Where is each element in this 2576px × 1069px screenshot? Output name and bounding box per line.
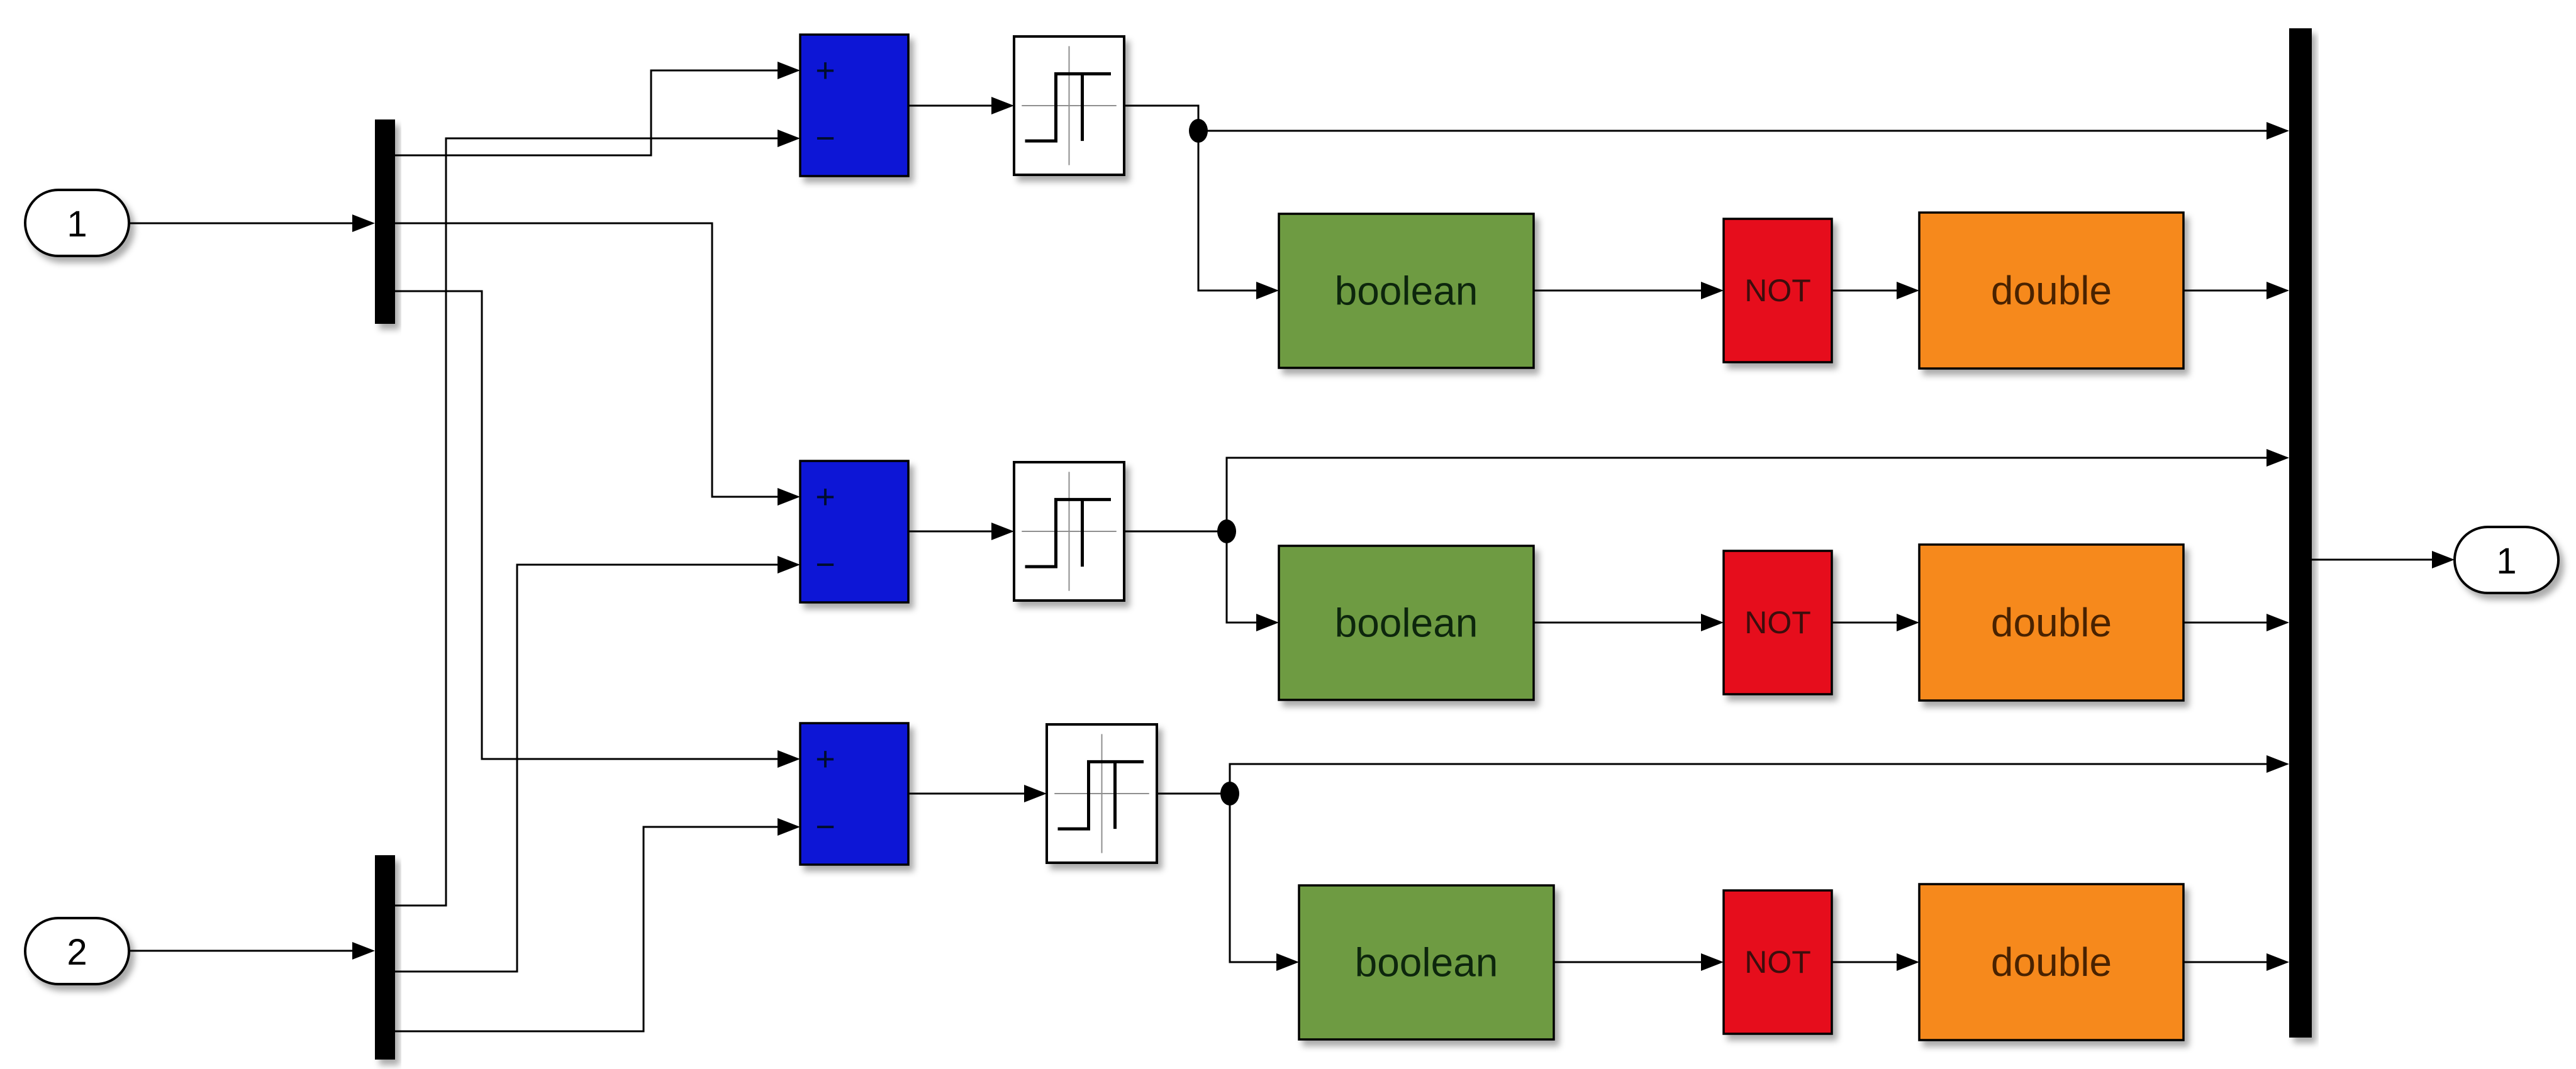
wire-demux2-sum2-minus[interactable] xyxy=(395,563,783,973)
arrowhead-icon xyxy=(2267,122,2289,140)
arrowhead-icon xyxy=(2267,614,2289,631)
port-label: 2 xyxy=(67,932,87,973)
relay-hysteresis-icon xyxy=(1054,734,1149,853)
arrowhead-icon xyxy=(1276,953,1299,971)
not-block-body[interactable] xyxy=(1722,218,1833,363)
not-block-2[interactable]: NOT xyxy=(1722,550,1833,695)
arrowhead-icon xyxy=(778,62,800,79)
not-block-3[interactable]: NOT xyxy=(1722,889,1833,1035)
arrowhead-icon xyxy=(2267,282,2289,299)
mux-bar[interactable] xyxy=(2289,28,2312,1038)
wire-relay2-boolean2[interactable] xyxy=(1225,531,1261,624)
double-block-body[interactable] xyxy=(1918,211,2185,370)
port-label: 1 xyxy=(67,204,87,245)
double-block-2[interactable]: double xyxy=(1918,543,2185,702)
arrowhead-icon xyxy=(1256,282,1279,299)
inport-2[interactable]: 2 xyxy=(24,917,130,985)
wire-relay2-mux[interactable] xyxy=(1124,457,2272,533)
boolean-block-body[interactable] xyxy=(1298,884,1555,1041)
arrowhead-icon xyxy=(1701,282,1724,299)
wire-relay1-boolean1[interactable] xyxy=(1197,131,1261,292)
relay-hysteresis-icon xyxy=(1022,472,1117,591)
sum-block-3[interactable]: +− xyxy=(799,722,910,866)
wire-relay1-mux[interactable] xyxy=(1124,104,2272,132)
relay-block-1[interactable] xyxy=(1013,35,1125,176)
inport-1[interactable]: 1 xyxy=(24,189,130,257)
double-block-1[interactable]: double xyxy=(1918,211,2185,370)
arrowhead-icon xyxy=(352,942,375,960)
sum-block-body[interactable] xyxy=(799,722,910,866)
boolean-block-2[interactable]: boolean xyxy=(1278,545,1535,701)
double-block-body[interactable] xyxy=(1918,543,2185,702)
boolean-block-body[interactable] xyxy=(1278,545,1535,701)
sum-minus-sign: − xyxy=(815,546,835,584)
arrowhead-icon xyxy=(778,488,800,506)
wire-demux2-sum3-minus[interactable] xyxy=(395,826,783,1033)
boolean-block-label: boolean xyxy=(1335,269,1478,314)
arrowhead-icon xyxy=(2432,551,2455,568)
double-block-label: double xyxy=(1991,939,2112,985)
not-block-label: NOT xyxy=(1744,605,1811,640)
not-block-label: NOT xyxy=(1744,273,1811,308)
boolean-block-label: boolean xyxy=(1335,601,1478,646)
boolean-block-body[interactable] xyxy=(1278,213,1535,369)
not-block-label: NOT xyxy=(1744,944,1811,980)
not-block-1[interactable]: NOT xyxy=(1722,218,1833,363)
arrowhead-icon xyxy=(778,818,800,836)
arrowhead-icon xyxy=(2267,755,2289,773)
sum-block-1[interactable]: +− xyxy=(799,33,910,177)
port-body[interactable] xyxy=(24,189,130,257)
sum-block-body[interactable] xyxy=(799,460,910,604)
sum-plus-sign: + xyxy=(815,478,835,516)
wire-demux1-sum3-plus[interactable] xyxy=(395,290,783,760)
port-body[interactable] xyxy=(24,917,130,985)
port-body[interactable] xyxy=(2453,526,2560,594)
relay-block-3[interactable] xyxy=(1045,723,1158,864)
arrowhead-icon xyxy=(1256,614,1279,631)
outport-1[interactable]: 1 xyxy=(2453,526,2560,594)
double-block-3[interactable]: double xyxy=(1918,883,2185,1041)
arrowhead-icon xyxy=(352,214,375,232)
arrowhead-icon xyxy=(991,97,1014,114)
sum-minus-sign: − xyxy=(815,119,835,157)
demux-bar-2[interactable] xyxy=(375,855,395,1060)
arrowhead-icon xyxy=(778,556,800,573)
wire-demux1-sum2-plus[interactable] xyxy=(395,222,783,498)
wire-demux1-sum1-plus[interactable] xyxy=(395,69,783,157)
arrowhead-icon xyxy=(2267,953,2289,971)
not-block-body[interactable] xyxy=(1722,889,1833,1035)
arrowhead-icon xyxy=(991,523,1014,540)
wire-demux2-sum1-minus[interactable] xyxy=(395,137,783,907)
boolean-block-1[interactable]: boolean xyxy=(1278,213,1535,369)
sum-plus-sign: + xyxy=(815,52,835,89)
demux-bar-1[interactable] xyxy=(375,119,395,324)
sum-minus-sign: − xyxy=(815,808,835,846)
arrowhead-icon xyxy=(1897,953,1919,971)
relay-block-2[interactable] xyxy=(1013,461,1125,602)
wire-relay3-boolean3[interactable] xyxy=(1229,794,1281,963)
not-block-body[interactable] xyxy=(1722,550,1833,695)
sum-block-2[interactable]: +− xyxy=(799,460,910,604)
port-label: 1 xyxy=(2496,541,2516,582)
arrowhead-icon xyxy=(1701,953,1724,971)
boolean-block-label: boolean xyxy=(1355,940,1498,985)
arrowhead-icon xyxy=(1897,282,1919,299)
arrowhead-icon xyxy=(2267,449,2289,467)
arrowhead-icon xyxy=(1024,785,1047,802)
boolean-block-3[interactable]: boolean xyxy=(1298,884,1555,1041)
arrowhead-icon xyxy=(1701,614,1724,631)
double-block-body[interactable] xyxy=(1918,883,2185,1041)
wire-relay3-mux[interactable] xyxy=(1157,763,2272,795)
arrowhead-icon xyxy=(1897,614,1919,631)
arrowhead-icon xyxy=(778,750,800,768)
sum-block-body[interactable] xyxy=(799,33,910,177)
arrowhead-icon xyxy=(778,130,800,147)
sum-plus-sign: + xyxy=(815,740,835,778)
double-block-label: double xyxy=(1991,600,2112,645)
relay-hysteresis-icon xyxy=(1022,46,1117,165)
double-block-label: double xyxy=(1991,268,2112,313)
